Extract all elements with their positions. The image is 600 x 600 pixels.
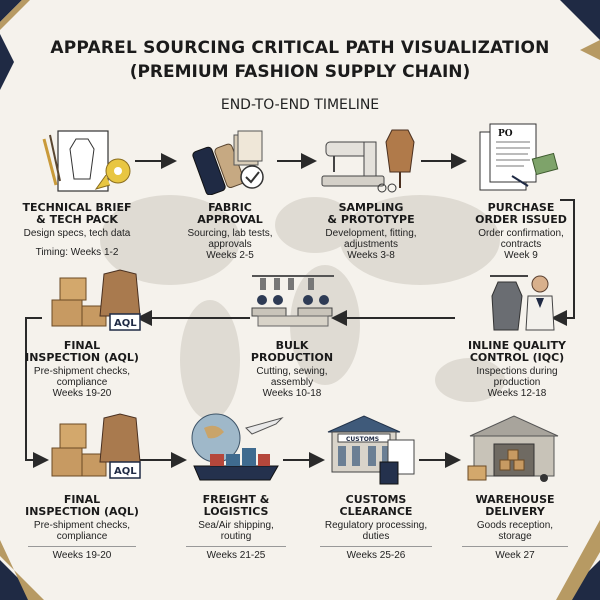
stage-bulk-production: BULK PRODUCTION Cutting, sewing, assembl… [236,339,348,400]
stage-desc-line2: contracts [500,239,542,250]
warehouse-icon [467,415,559,482]
stage-desc-line1: Goods reception, [476,520,554,531]
stage-name-line2: ORDER ISSUED [475,213,567,226]
stage-timing: Weeks 10-18 [262,388,322,399]
stage-desc-line2: compliance [56,531,108,542]
inspector-icon [490,275,555,331]
stage-name-line1: FINAL [63,339,101,352]
stage-customs-clearance: CUSTOMS CLEARANCE Regulatory processing,… [314,494,438,561]
timing-divider [462,546,568,547]
stage-timing: Weeks 12-18 [487,388,547,399]
stage-final-inspection-bottom: FINAL INSPECTION (AQL) Pre-shipment chec… [22,493,142,562]
stage-desc-line1: Cutting, sewing, [256,366,328,377]
stage-name-line2: INSPECTION (AQL) [25,505,139,518]
stage-name-line1: BULK [275,339,309,352]
stage-fabric-approval: FABRIC APPROVAL Sourcing, lab tests, app… [170,201,290,262]
stage-name-line2: LOGISTICS [203,505,269,518]
stage-name-line2: DELIVERY [485,505,545,518]
stage-name-line2: CLEARANCE [339,505,413,518]
stage-desc-line1: Pre-shipment checks, [33,520,131,531]
stage-name-line2: INSPECTION (AQL) [25,351,139,364]
stage-desc-line1: Order confirmation, [478,228,564,239]
aql-label: AQL [114,466,137,477]
po-label: PO [498,129,513,139]
stage-name-line1: FABRIC [208,201,252,214]
stage-desc-line1: Development, fitting, [325,228,417,239]
stage-name-line1: SAMPLING [338,201,404,214]
arrow-po-to-iqc [551,199,575,326]
stage-freight-logistics: FREIGHT & LOGISTICS Sea/Air shipping, ro… [180,494,292,561]
stage-name-line1: WAREHOUSE [475,493,555,506]
stage-timing: Week 27 [495,550,535,561]
stage-desc-line2: adjustments [344,239,398,250]
stage-name-line1: TECHNICAL BRIEF [22,201,132,214]
factory-floor-icon [251,275,334,327]
fabric-rolls-icon [192,130,264,195]
stage-desc-line2: assembly [270,377,314,388]
stage-warehouse-delivery: WAREHOUSE DELIVERY Goods reception, stor… [456,494,574,561]
stage-desc-line2: storage [498,531,532,542]
stage-purchase-order: PURCHASE ORDER ISSUED Order confirmation… [456,201,586,262]
stage-timing: Weeks 2-5 [206,250,254,261]
stage-name-line2: & PROTOTYPE [327,213,415,226]
stage-timing: Weeks 19-20 [52,388,112,399]
stage-desc: Design specs, tech data [23,228,131,239]
stage-name-line1: CUSTOMS [345,493,407,506]
aql-label: AQL [114,318,137,329]
stage-desc-line2: compliance [56,377,108,388]
stage-name-line2: CONTROL (IQC) [469,351,565,364]
stage-name-line2: PRODUCTION [250,351,334,364]
world-map-background [100,195,505,420]
stage-desc-line1: Pre-shipment checks, [33,366,131,377]
stage-name-line1: INLINE QUALITY [468,339,566,352]
sewing-machine-icon [321,129,415,193]
stage-name-line1: PURCHASE [487,201,555,214]
stage-desc-line1: Sourcing, lab tests, [187,228,273,239]
stage-desc-line1: Inspections during [476,366,558,377]
stage-sampling: SAMPLING & PROTOTYPE Development, fittin… [308,201,434,262]
stage-desc-line1: Regulatory processing, [324,520,428,531]
stage-desc-line2: duties [362,531,390,542]
stage-desc-line2: approvals [208,239,252,250]
main-title-line1: APPAREL SOURCING CRITICAL PATH VISUALIZA… [50,38,550,58]
main-title-line2: (PREMIUM FASHION SUPPLY CHAIN) [129,62,471,82]
stage-timing: Timing: Weeks 1-2 [35,247,119,258]
boxes-jacket-icon: AQL [51,413,141,479]
stage-timing: Weeks 21-25 [206,550,266,561]
stage-name-line2: APPROVAL [197,213,263,226]
stage-final-inspection-top: FINAL INSPECTION (AQL) Pre-shipment chec… [22,339,142,400]
subtitle: END-TO-END TIMELINE [220,97,380,113]
customs-sign-label: CUSTOMS [346,436,379,443]
timing-divider [320,546,432,547]
stage-tech-brief: TECHNICAL BRIEF & TECH PACK Design specs… [12,201,142,259]
stage-desc-line2: routing [220,531,252,542]
stage-timing: Weeks 25-26 [346,550,406,561]
arrow-final-to-final-bottom [25,317,49,468]
customs-building-icon: CUSTOMS [327,415,415,485]
ship-plane-icon [191,413,284,481]
boxes-jacket-icon: AQL [51,269,141,331]
stage-inline-qc: INLINE QUALITY CONTROL (IQC) Inspections… [452,339,582,400]
sketch-tape-icon [42,130,131,192]
timing-divider [186,546,286,547]
purchase-order-icon: PO [479,123,559,191]
stage-name-line1: FREIGHT & [202,493,270,506]
stage-desc-line1: Sea/Air shipping, [198,520,274,531]
stage-timing: Weeks 19-20 [52,550,112,561]
stage-timing: Week 9 [504,250,538,261]
stage-name-line2: & TECH PACK [36,213,118,226]
stage-desc-line2: production [493,377,541,388]
timing-divider [28,546,136,547]
stage-timing: Weeks 3-8 [347,250,395,261]
stage-name-line1: FINAL [63,493,101,506]
